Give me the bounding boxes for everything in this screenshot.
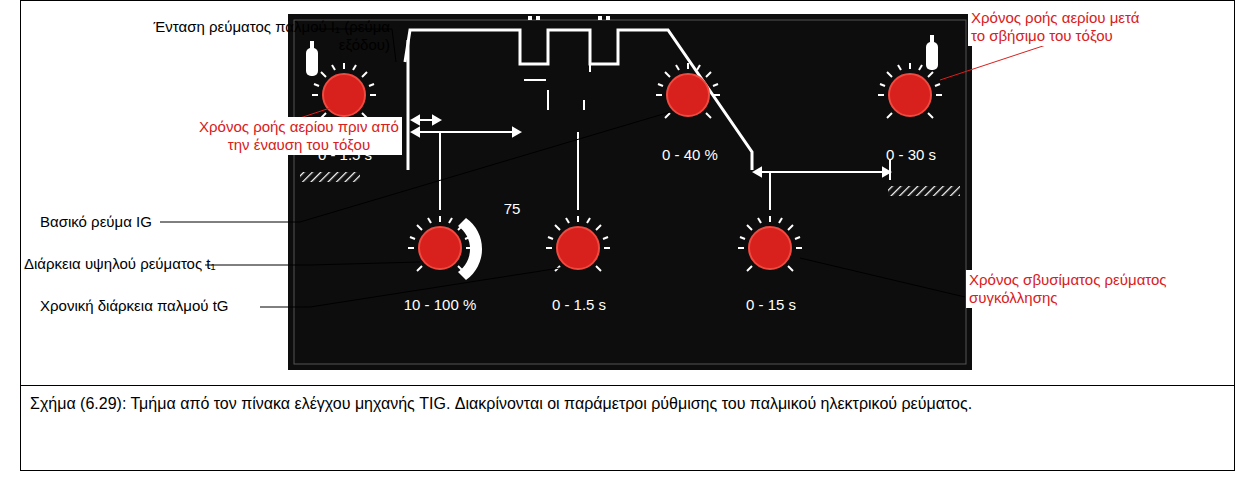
scale-range: 10 - 100 % <box>390 296 490 314</box>
scale-range: 0 - 15 s <box>726 296 816 314</box>
leader-label: Χρονική διάρκεια παλμού tG <box>40 297 300 315</box>
scale-range: 0 - 40 % <box>645 146 735 164</box>
scale-value: 75 <box>492 200 532 218</box>
leader-label: Ένταση ρεύματος παλμού I₁ (ρεύμα εξόδου) <box>150 18 390 54</box>
scale-range: 0 - 1.5 s <box>300 146 390 164</box>
figure-caption: Σχήμα (6.29): Τμήμα από τον πίνακα ελέγχ… <box>30 394 1220 414</box>
scale-range: 0 - 30 s <box>866 146 956 164</box>
leader-label: Βασικό ρεύμα IG <box>40 213 220 231</box>
leader-label: Χρόνος σβυσίματος ρεύματος συγκόλλησης <box>966 270 1172 308</box>
scale-range: 0 - 1.5 s <box>534 296 624 314</box>
leader-label: Διάρκεια υψηλού ρεύματος t₁ <box>24 255 284 273</box>
leader-label: Χρόνος ροής αερίου μετά το σβήσιμο του τ… <box>968 8 1154 46</box>
